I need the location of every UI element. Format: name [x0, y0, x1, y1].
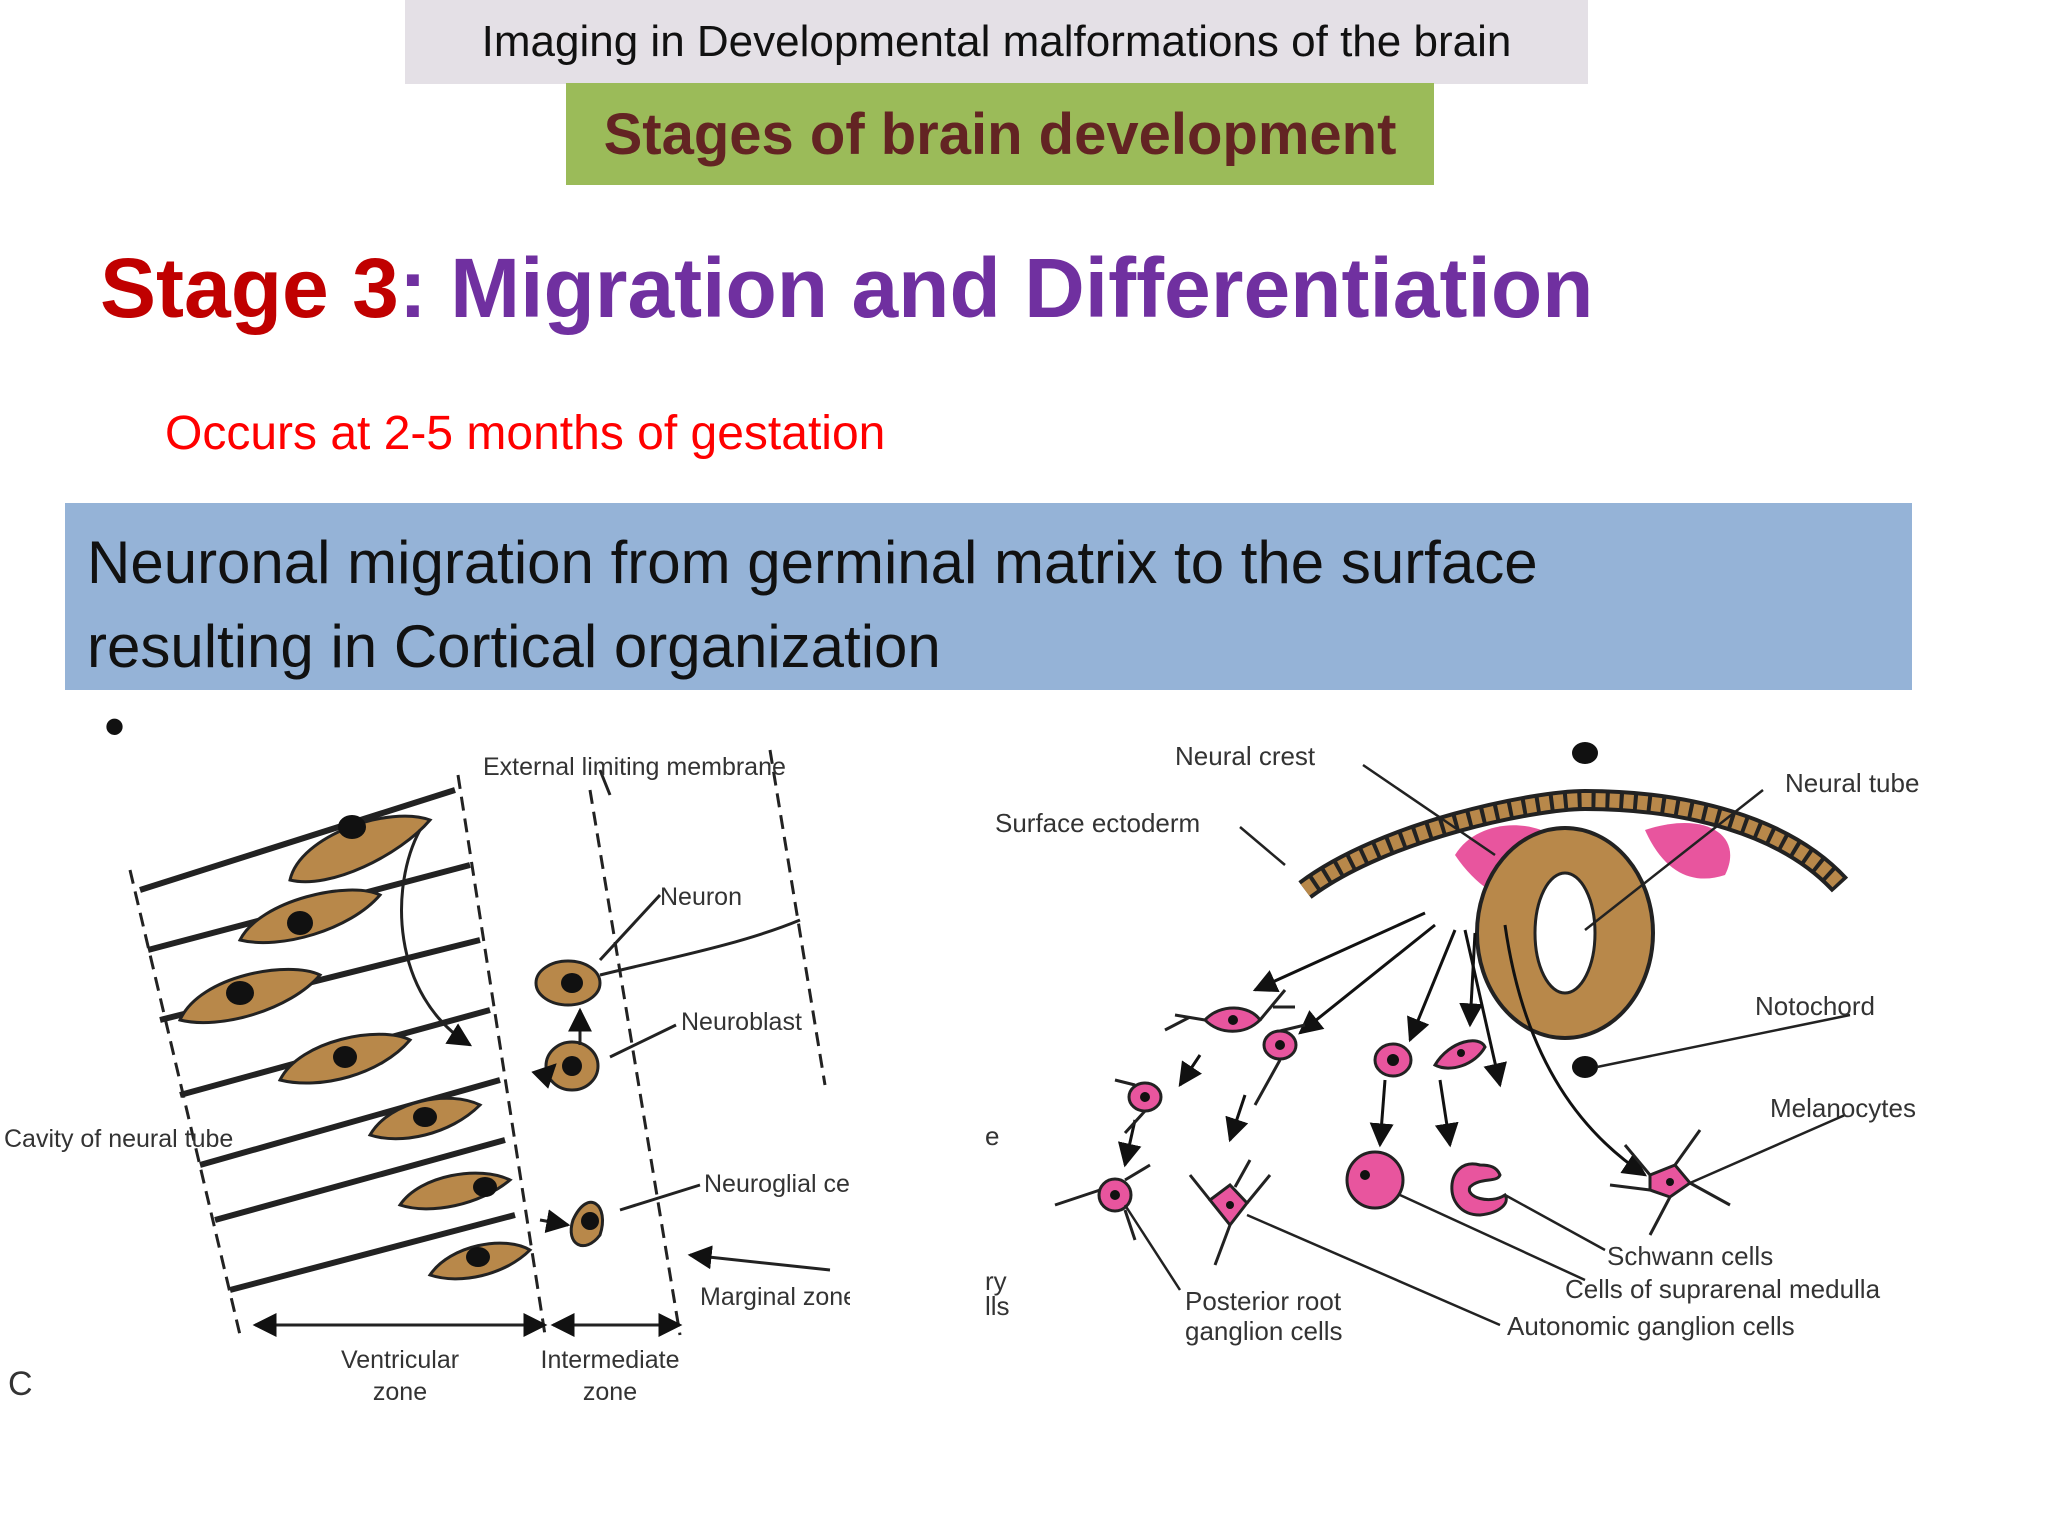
migration-arrow — [400, 829, 473, 1047]
course-title-banner: Imaging in Developmental malformations o… — [405, 0, 1588, 84]
leader-neural-tube — [1584, 789, 1764, 931]
section-title-banner: Stages of brain development — [566, 83, 1434, 185]
label-ventricular: Ventricular — [341, 1346, 459, 1374]
top-dot — [1572, 742, 1598, 764]
leader-melanocytes — [1689, 1113, 1846, 1185]
label-external-limiting-membrane: External limiting membrane — [483, 753, 786, 781]
label-intermediate-zone: zone — [583, 1378, 637, 1406]
stage-separator: : — [398, 241, 427, 335]
external-membrane-line — [768, 749, 827, 1086]
label-intermediate: Intermediate — [541, 1346, 680, 1374]
label-posterior-root: Posterior root — [1185, 1286, 1342, 1316]
description-box: Neuronal migration from germinal matrix … — [65, 503, 1912, 690]
panel-letter: C — [8, 1365, 33, 1403]
description-line-1: Neuronal migration from germinal matrix … — [87, 529, 1538, 596]
label-cut-e: e — [985, 1121, 999, 1151]
timing-text: Occurs at 2-5 months of gestation — [165, 407, 886, 460]
label-neuron: Neuron — [660, 883, 742, 911]
ventricular-outer-line — [456, 774, 547, 1336]
label-cut-ry: ry — [985, 1266, 1007, 1296]
label-suprarenal-medulla: Cells of suprarenal medulla — [1565, 1274, 1881, 1304]
neural-crest-derivatives-diagram: Neural crest Neural tube Surface ectoder… — [985, 741, 1919, 1346]
leader-notochord — [1596, 1013, 1851, 1069]
label-melanocytes: Melanocytes — [1770, 1093, 1916, 1123]
leader-surface-ectoderm — [1239, 826, 1286, 866]
stage-name: Migration and Differentiation — [450, 241, 1594, 335]
label-surface-ectoderm: Surface ectoderm — [995, 808, 1200, 838]
neural-tube-lumen — [1533, 871, 1597, 995]
leader-autonomic — [1246, 1213, 1501, 1327]
intermediate-outer-line — [588, 789, 682, 1336]
suprarenal-cell — [1345, 1150, 1405, 1210]
label-marginal-zone: Marginal zone — [700, 1283, 850, 1311]
label-neural-tube: Neural tube — [1785, 768, 1919, 798]
course-title: Imaging in Developmental malformations o… — [481, 17, 1512, 66]
label-neural-crest: Neural crest — [1175, 741, 1316, 771]
migrating-cell-1 — [288, 814, 433, 884]
slide-heading: Stage 3: Migration and Differentiation — [100, 240, 1593, 337]
description-line-2: resulting in Cortical organization — [87, 613, 941, 680]
leader-schwann — [1504, 1193, 1606, 1252]
section-title: Stages of brain development — [603, 101, 1397, 167]
bullet-point: • — [104, 693, 126, 760]
notochord-dot — [1572, 1056, 1598, 1078]
label-neuroblast: Neuroblast — [681, 1008, 802, 1036]
neuron-axon — [599, 918, 801, 977]
label-ventricular-zone: zone — [373, 1378, 427, 1406]
label-cut-lls: lls — [985, 1291, 1010, 1321]
leader-neural-crest — [1362, 763, 1496, 857]
label-posterior-root-ganglion: ganglion cells — [1185, 1316, 1343, 1346]
label-neuroglial-cell: Neuroglial cell — [704, 1170, 850, 1198]
schwann-cell — [1450, 1162, 1508, 1217]
neuronal-migration-diagram: External limiting membrane Neuron Neurob… — [4, 749, 850, 1406]
label-notochord: Notochord — [1755, 991, 1875, 1021]
label-autonomic-ganglion: Autonomic ganglion cells — [1507, 1311, 1795, 1341]
stage-label: Stage 3 — [100, 241, 399, 335]
leader-posterior-root — [1123, 1204, 1182, 1291]
label-cavity-neural-tube: Cavity of neural tube — [4, 1125, 233, 1153]
leader-suprarenal — [1399, 1193, 1586, 1282]
label-schwann-cells: Schwann cells — [1607, 1241, 1773, 1271]
